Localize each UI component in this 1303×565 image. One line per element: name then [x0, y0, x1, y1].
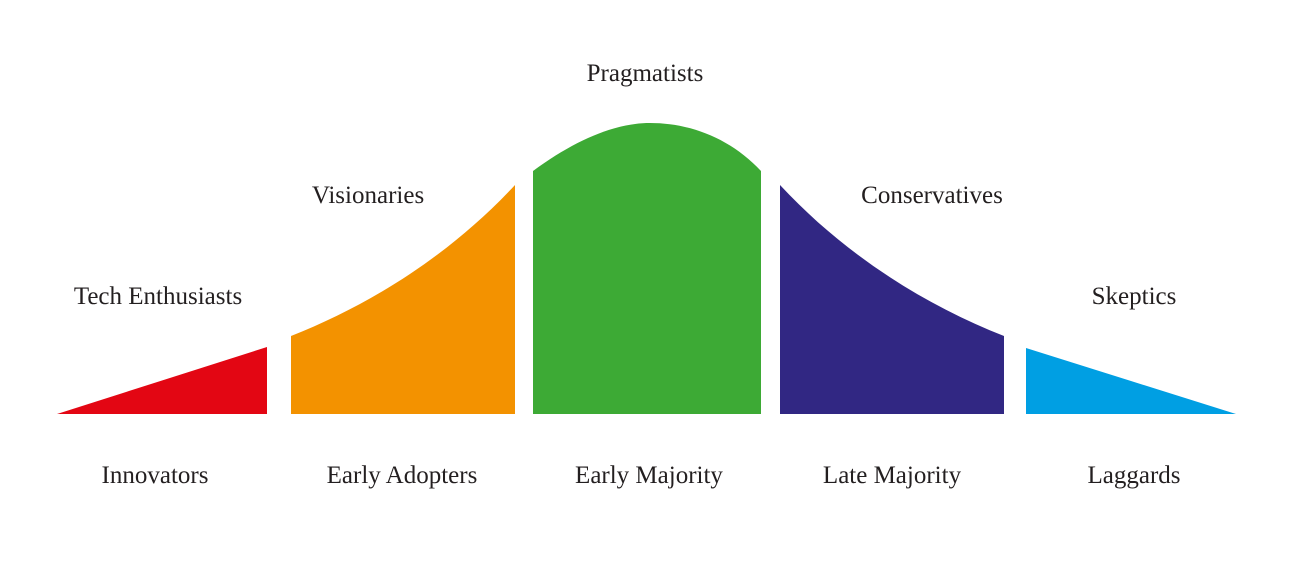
category-label-laggards: Laggards — [1087, 462, 1180, 489]
segment-laggards — [1026, 348, 1236, 414]
persona-label-pragmatists: Pragmatists — [587, 60, 704, 87]
segment-early-adopters — [291, 185, 515, 414]
category-label-innovators: Innovators — [102, 462, 209, 489]
segment-innovators — [57, 347, 267, 414]
segment-late-majority — [780, 185, 1004, 414]
persona-label-visionaries: Visionaries — [312, 182, 424, 209]
category-label-early-majority: Early Majority — [575, 462, 723, 489]
category-label-early-adopters: Early Adopters — [327, 462, 478, 489]
category-label-late-majority: Late Majority — [823, 462, 962, 489]
persona-label-skeptics: Skeptics — [1092, 283, 1177, 310]
segment-early-majority — [533, 123, 761, 414]
persona-label-conservatives: Conservatives — [861, 182, 1003, 209]
persona-label-tech-enthusiasts: Tech Enthusiasts — [74, 283, 242, 310]
